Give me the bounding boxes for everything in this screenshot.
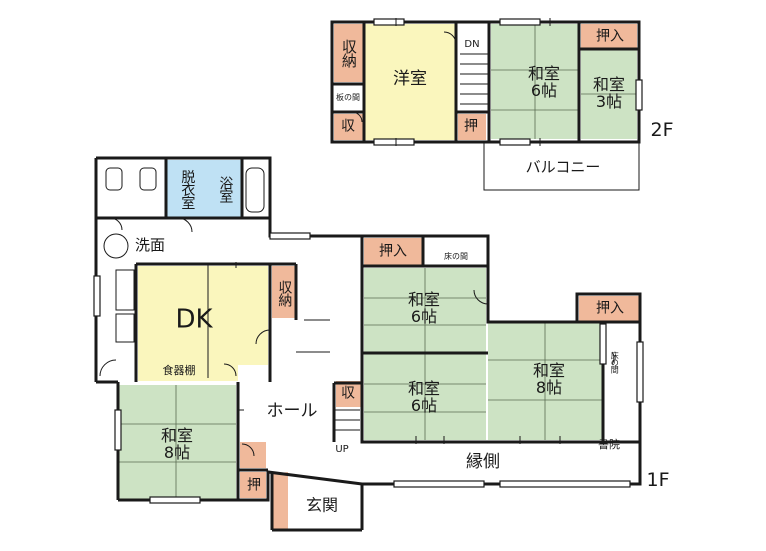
western-room-label: 洋室 bbox=[393, 69, 427, 90]
japanese-room-left-8-label: 和室 8帖 bbox=[160, 426, 194, 462]
closet-left-small-fill bbox=[240, 472, 266, 498]
entrance-step-fill bbox=[272, 472, 288, 530]
closet-mid-oshiire-label: 押入 bbox=[379, 243, 407, 260]
entrance-label: 玄関 bbox=[305, 495, 339, 515]
room-size: 8帖 bbox=[163, 443, 191, 462]
stair-storage-fill bbox=[336, 381, 362, 407]
cupboard-label: 食器棚 bbox=[162, 364, 196, 378]
balcony-label: バルコニー bbox=[525, 158, 601, 177]
tatami-left-8-fill bbox=[118, 385, 236, 499]
hall-label: ホール bbox=[266, 401, 318, 422]
tatami-2f-6-fill bbox=[491, 24, 578, 139]
dk-label: DK bbox=[175, 304, 213, 335]
storage-2f-bottom-fill bbox=[334, 114, 364, 140]
tokonoma-mid-label: 床の間 bbox=[444, 251, 468, 261]
closet-2f-oshiire-fill bbox=[581, 24, 637, 49]
down-stairs-label: DN bbox=[464, 38, 480, 50]
room-size: 6帖 bbox=[410, 396, 438, 415]
up-stairs-label: UP bbox=[335, 443, 349, 455]
room-name: 和室 bbox=[160, 426, 194, 446]
storage-2f-top-fill bbox=[334, 24, 364, 82]
closet-mid-oshiire-fill bbox=[364, 238, 423, 266]
closet-2f-small-label: 押 bbox=[464, 118, 478, 135]
board-space-label: 板の間 bbox=[336, 92, 360, 102]
tokonoma-right-label: 床の間 bbox=[610, 351, 620, 373]
room-size: 8帖 bbox=[535, 378, 563, 397]
closet-left-small2-fill bbox=[240, 442, 266, 468]
japanese-room-mid-upper-label: 和室 6帖 bbox=[407, 290, 441, 326]
thin-lines bbox=[99, 31, 640, 457]
room-size: 6帖 bbox=[410, 307, 438, 326]
closet-2f-small-fill bbox=[458, 114, 486, 140]
room-name: 和室 bbox=[527, 64, 561, 84]
room-name: 和室 bbox=[592, 75, 626, 95]
shoin-label: 書院 bbox=[598, 438, 620, 452]
japanese-room-2f-6-label: 和室 6帖 bbox=[527, 64, 561, 100]
storage-2f-top-label: 収納 bbox=[339, 39, 358, 67]
dk-storage-fill bbox=[272, 266, 296, 318]
tatami-lines bbox=[118, 24, 637, 499]
closet-left-small-label: 押 bbox=[247, 477, 261, 494]
washroom-label: 洗面 bbox=[134, 236, 166, 255]
storage-2f-bottom-label: 収 bbox=[341, 118, 355, 135]
engawa-label: 縁側 bbox=[466, 452, 500, 473]
bathroom-label: 浴室 bbox=[217, 176, 234, 202]
closet-2f-oshiire-label: 押入 bbox=[596, 28, 624, 45]
japanese-room-right-8-label: 和室 8帖 bbox=[532, 361, 566, 397]
western-room-fill bbox=[364, 24, 456, 140]
room-size: 3帖 bbox=[595, 92, 623, 111]
closet-right-oshiire-label: 押入 bbox=[596, 300, 624, 317]
closet-right-oshiire-fill bbox=[579, 296, 639, 322]
changing-room-label: 脱衣室 bbox=[179, 169, 196, 209]
floor-label-1f: 1F bbox=[646, 469, 670, 492]
tick-marks bbox=[235, 18, 561, 444]
floor-label-2f: 2F bbox=[650, 119, 674, 142]
japanese-room-mid-lower-label: 和室 6帖 bbox=[407, 379, 441, 415]
room-fills bbox=[118, 24, 639, 530]
room-name: 和室 bbox=[532, 361, 566, 381]
room-name: 和室 bbox=[407, 379, 441, 399]
stair-storage-label: 収 bbox=[341, 385, 355, 402]
openings bbox=[93, 18, 644, 504]
bathroom-fill bbox=[208, 160, 242, 218]
room-size: 6帖 bbox=[530, 81, 558, 100]
dk-storage-label: 収納 bbox=[276, 280, 293, 306]
dk-fill bbox=[138, 266, 268, 365]
room-name: 和室 bbox=[407, 290, 441, 310]
japanese-room-2f-3-label: 和室 3帖 bbox=[592, 75, 626, 111]
changing-room-fill bbox=[166, 160, 208, 218]
cupboard-fill bbox=[150, 363, 208, 379]
